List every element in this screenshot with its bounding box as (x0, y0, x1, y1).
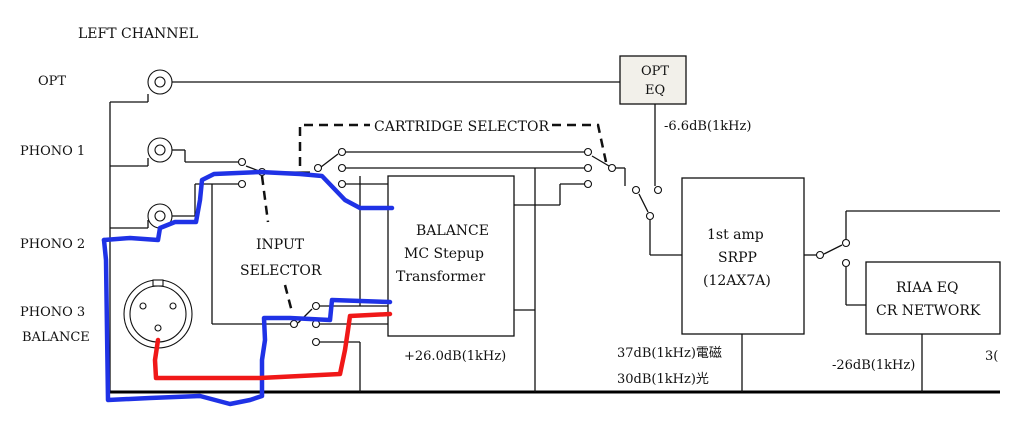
signal-trace-blue-lower (101, 237, 393, 407)
diagram-title: LEFT CHANNEL (78, 26, 198, 42)
first-amp-label-2: SRPP (718, 250, 757, 266)
cartridge-selector-switch-a (313, 147, 584, 189)
transformer-label-1: BALANCE (416, 223, 489, 239)
opt-eq-label-2: EQ (645, 83, 665, 98)
input-selector-link (260, 175, 270, 223)
riaa-label-2: CR NETWORK (876, 303, 981, 319)
input-label-phono1: PHONO 1 (20, 144, 85, 159)
riaa-label-1: RIAA EQ (896, 280, 958, 296)
riaa-eq-block (865, 261, 1001, 335)
first-amp-gain-mm: 37dB(1kHz)電磁 (617, 346, 722, 361)
cartridge-selector-link (298, 123, 370, 166)
rca-jack-phono1 (147, 137, 173, 163)
signal-trace-blue-upper (101, 169, 395, 243)
first-amp-label-1: 1st amp (707, 227, 764, 243)
rca-jack-opt (147, 69, 173, 95)
input-selector-label-2: SELECTOR (240, 263, 322, 279)
first-amp-block (681, 177, 805, 335)
opt-eq-gain: -6.6dB(1kHz) (664, 119, 751, 134)
amp-input-switch (631, 185, 682, 256)
input-label-phono2: PHONO 2 (20, 237, 85, 252)
transformer-gain: +26.0dB(1kHz) (404, 349, 506, 364)
input-label-balance: BALANCE (22, 330, 90, 345)
first-amp-label-3: (12AX7A) (703, 273, 771, 289)
signal-trace-red (152, 311, 393, 381)
transformer-label-3: Transformer (396, 269, 485, 285)
input-selector-switch-lower (289, 301, 388, 392)
cartridge-selector-switch-b (516, 147, 626, 206)
input-selector-label-1: INPUT (256, 237, 305, 253)
first-amp-gain-opt: 30dB(1kHz)光 (617, 372, 709, 387)
transformer-label-2: MC Stepup (404, 246, 484, 262)
input-label-phono3: PHONO 3 (20, 305, 85, 320)
opt-eq-label-1: OPT (641, 64, 669, 79)
riaa-gain: -26dB(1kHz) (832, 358, 915, 373)
mc-stepup-transformer-block (387, 175, 515, 337)
next-stage-gain-cut: 3( (985, 349, 998, 364)
input-label-opt: OPT (38, 74, 66, 89)
opt-eq-block (619, 55, 687, 105)
riaa-bypass-switch (804, 210, 1000, 306)
cartridge-selector-label: CARTRIDGE SELECTOR (374, 119, 549, 135)
